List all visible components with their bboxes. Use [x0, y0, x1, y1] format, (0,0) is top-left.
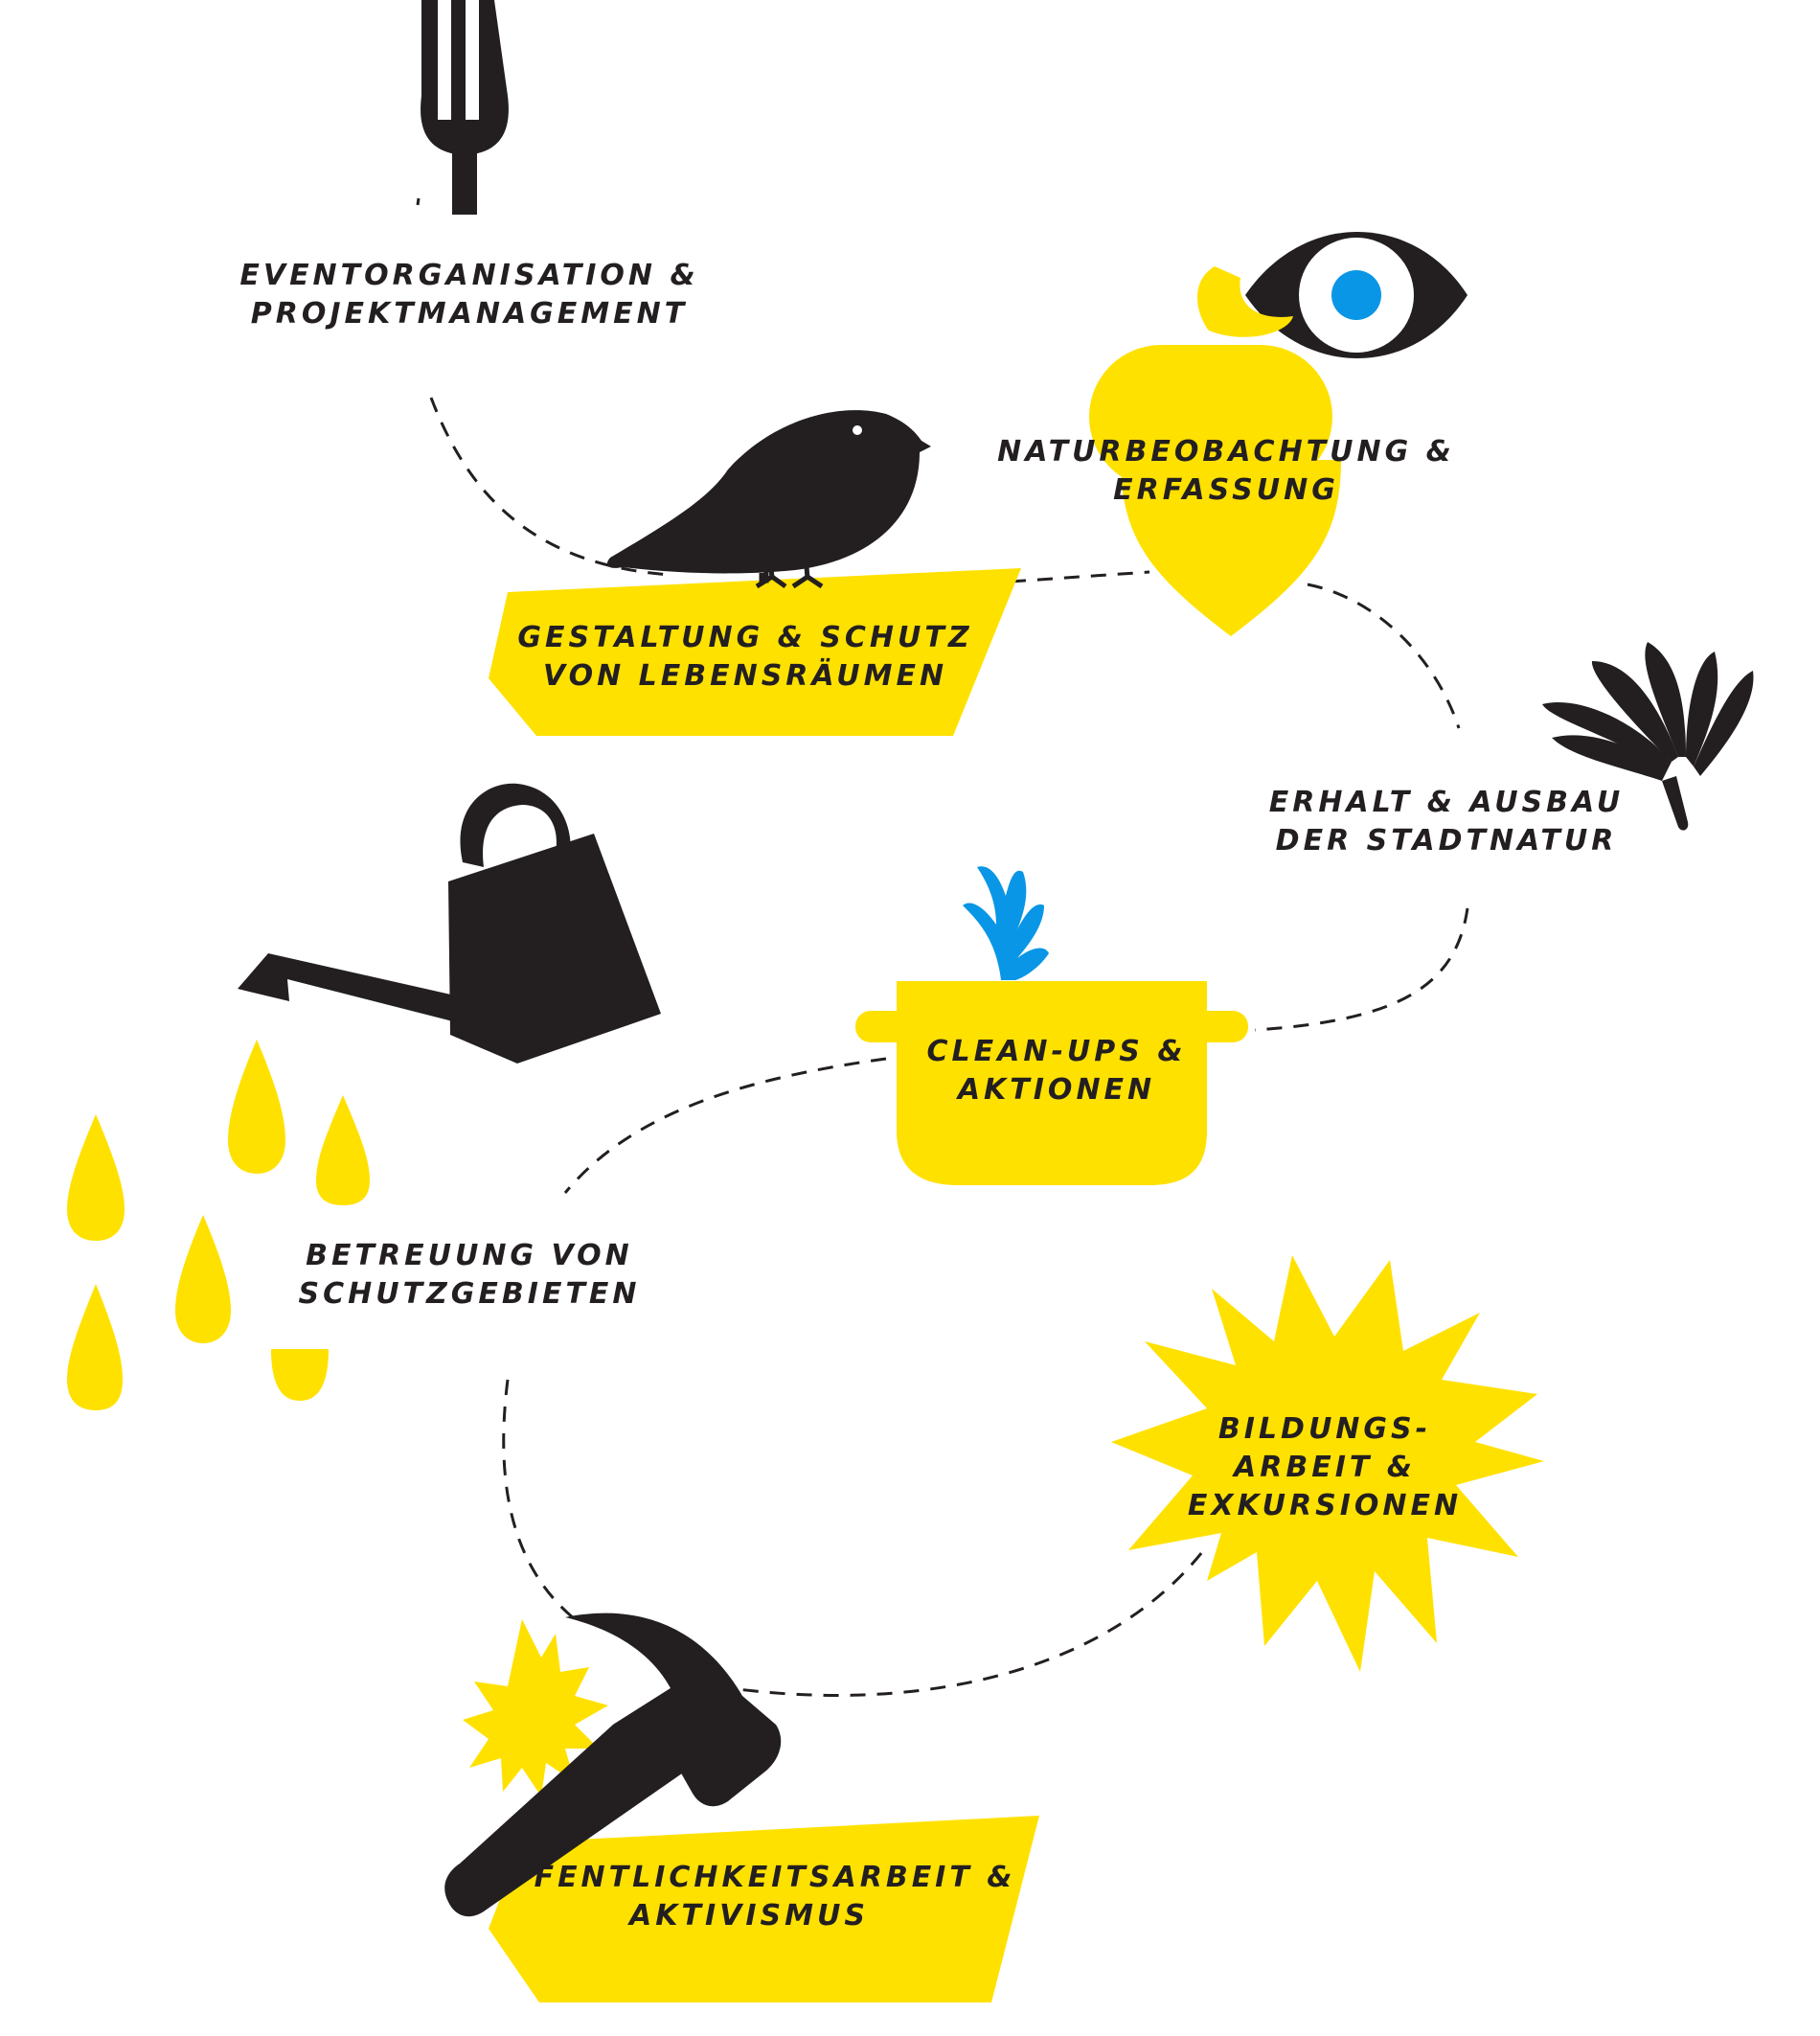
eye-icon	[1245, 232, 1467, 358]
connector-event-to-habitat	[416, 197, 421, 206]
label-activism: ÖFFENTLICHKEITSARBEIT & AKTIVISMUS	[483, 1859, 1016, 1935]
label-reserves-line-1: BETREUUNG VON	[306, 1239, 633, 1272]
label-citynature-line-2: DER STADTNATUR	[1275, 824, 1618, 858]
starburst-icon	[1111, 1255, 1544, 1672]
label-cleanups: CLEAN-UPS & AKTIONEN	[927, 1033, 1187, 1110]
label-reserves-line-2: SCHUTZGEBIETEN	[298, 1277, 641, 1311]
label-education-line-1: BILDUNGS-	[1217, 1412, 1432, 1446]
connector-nature-to-citynature	[1307, 583, 1461, 729]
label-education: BILDUNGS- ARBEIT & EXKURSIONEN	[1188, 1410, 1462, 1525]
label-nature: NATURBEOBACHTUNG & ERFASSUNG	[997, 433, 1455, 510]
label-habitat-line-2: VON LEBENSRÄUMEN	[542, 659, 948, 693]
water-drops-icon	[67, 1040, 370, 1410]
label-event-line-1: EVENTORGANISATION &	[239, 259, 699, 292]
label-education-line-2: ARBEIT &	[1234, 1451, 1416, 1484]
connector-reserves-to-activism	[502, 1379, 576, 1621]
label-habitat-line-1: GESTALTUNG & SCHUTZ	[517, 621, 973, 654]
label-citynature: ERHALT & AUSBAU DER STADTNATUR	[1269, 784, 1625, 860]
label-education-line-3: EXKURSIONEN	[1187, 1489, 1463, 1522]
label-activism-line-2: AKTIVISMUS	[629, 1899, 869, 1933]
bird-silhouette	[606, 410, 931, 574]
label-event: EVENTORGANISATION & PROJEKTMANAGEMENT	[239, 257, 698, 333]
acorn-icon	[1089, 266, 1341, 636]
label-cleanups-line-1: CLEAN-UPS &	[926, 1035, 1187, 1068]
dashed-connector-path	[416, 197, 1469, 1697]
coral-icon	[963, 866, 1049, 980]
label-event-line-2: PROJEKTMANAGEMENT	[250, 297, 689, 331]
activism-banner	[489, 1816, 1039, 2002]
label-nature-line-1: NATURBEOBACHTUNG &	[997, 435, 1455, 469]
connector-activism-to-education	[716, 1551, 1204, 1697]
label-reserves: BETREUUNG VON SCHUTZGEBIETEN	[298, 1237, 640, 1314]
connector-event-to-habitat-2	[429, 397, 671, 577]
connector-habitat-to-nature	[1010, 570, 1150, 583]
bird-on-banner-icon	[489, 410, 1021, 736]
leaf-fan-icon	[1542, 642, 1754, 831]
label-activism-line-1: ÖFFENTLICHKEITSARBEIT &	[482, 1861, 1016, 1894]
small-burst-icon	[463, 1619, 608, 1796]
label-nature-line-2: ERFASSUNG	[1113, 473, 1339, 507]
hammer-icon	[444, 1613, 782, 1917]
cooking-pot-icon	[855, 866, 1248, 1185]
habitat-banner	[489, 568, 1021, 736]
watering-can-icon	[238, 783, 661, 1064]
label-cleanups-line-2: AKTIONEN	[957, 1073, 1156, 1107]
label-habitat: GESTALTUNG & SCHUTZ VON LEBENSRÄUMEN	[517, 619, 972, 696]
connector-citynature-to-cleanups	[1254, 907, 1469, 1032]
connector-cleanups-to-reserves	[563, 1057, 887, 1194]
label-citynature-line-1: ERHALT & AUSBAU	[1268, 786, 1625, 819]
fork-icon	[421, 0, 509, 215]
